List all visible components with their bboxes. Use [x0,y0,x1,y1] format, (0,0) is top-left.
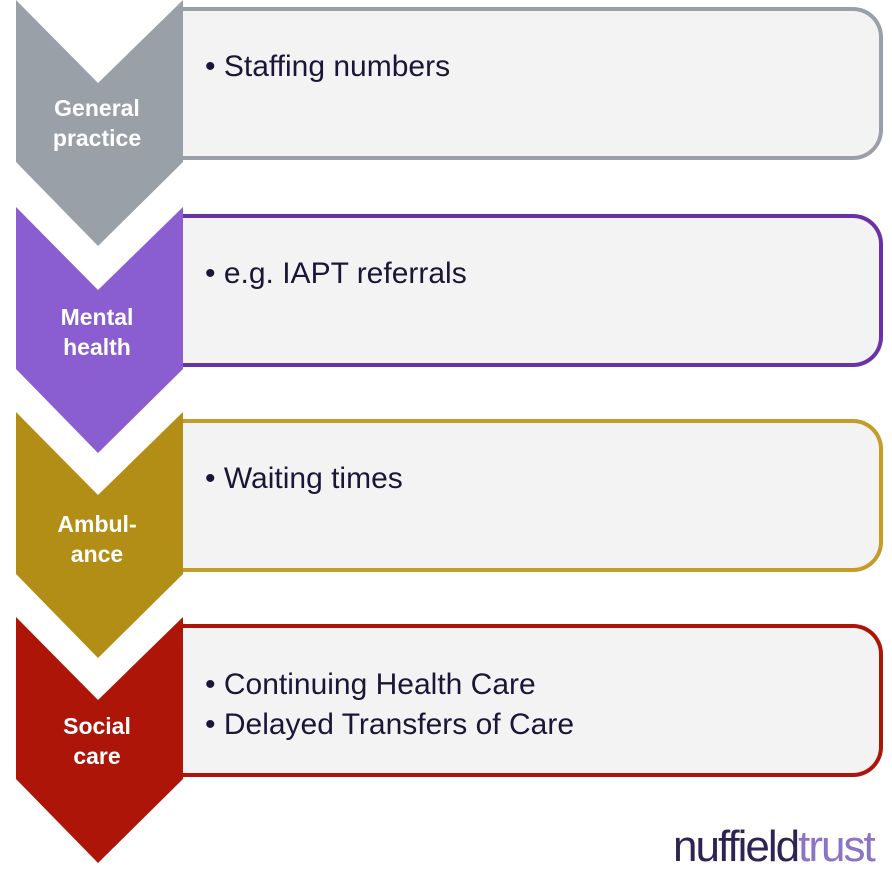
bullet-list: e.g. IAPT referrals [205,254,467,294]
bullet-list: Continuing Health Care Delayed Transfers… [205,665,574,745]
stage-box-mental-health: e.g. IAPT referrals [183,214,883,367]
stage-box-social-care: Continuing Health Care Delayed Transfers… [183,624,883,777]
bullet-item: e.g. IAPT referrals [205,254,467,294]
bullet-item: Delayed Transfers of Care [205,705,574,745]
chevron-label-ambulance: Ambul- ance [57,511,137,567]
bullet-item: Continuing Health Care [205,665,574,705]
bullet-list: Waiting times [205,459,403,499]
logo-text-nuffield: nuffield [673,822,800,871]
bullet-item: Waiting times [205,459,403,499]
chevron-label-mental-health: Mental health [60,304,134,360]
bullet-list: Staffing numbers [205,47,450,87]
chevron-general-practice [16,0,183,246]
chevron-label-general-practice: General practice [52,95,142,151]
chevron-mental-health [16,207,183,453]
chevron-social-care [16,617,183,863]
stage-box-general-practice: Staffing numbers [183,7,883,160]
nuffield-trust-logo: nuffieldtrust [673,822,876,871]
logo-text-trust: trust [798,822,876,871]
stage-box-ambulance: Waiting times [183,419,883,572]
bullet-item: Staffing numbers [205,47,450,87]
chevron-label-social-care: Social care [63,713,131,769]
chevron-ambulance [16,412,183,658]
